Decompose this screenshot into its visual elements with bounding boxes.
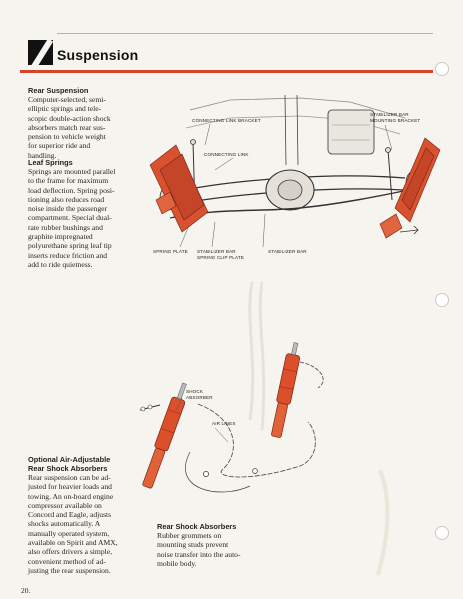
label-stabilizer-bar: Stabilizer Bar bbox=[268, 249, 307, 254]
rear-suspension-body: Computer-selected, semi- elliptic spring… bbox=[28, 95, 111, 160]
leaf-spring-left bbox=[149, 144, 209, 233]
binder-hole-top bbox=[435, 62, 449, 76]
air-adjustable-section: Optional Air-Adjustable Rear Shock Absor… bbox=[28, 455, 146, 575]
leaf-springs-section: Leaf Springs Springs are mounted paralle… bbox=[28, 158, 146, 269]
label-air-lines: Air Lines bbox=[212, 421, 236, 426]
top-rule bbox=[57, 33, 433, 34]
rear-axle-diagram bbox=[159, 94, 423, 248]
rear-shocks-section: Rear Shock Absorbers Rubber grommets on … bbox=[157, 522, 287, 568]
section-logo bbox=[28, 40, 53, 65]
leaf-springs-heading: Leaf Springs bbox=[28, 158, 73, 167]
label-stabilizer-bar-mounting-bracket: Stabilizer Bar Mounting Bracket bbox=[370, 112, 421, 123]
rear-shocks-heading: Rear Shock Absorbers bbox=[157, 522, 237, 531]
label-connecting-link-bracket: Connecting Link Bracket bbox=[192, 118, 261, 123]
title-underline bbox=[20, 70, 433, 73]
label-spring-plate: Spring Plate bbox=[153, 249, 188, 254]
page-number: 20. bbox=[21, 586, 31, 595]
shock-absorber-right bbox=[271, 342, 301, 438]
label-stabilizer-bar-spring-clip-plate: Stabilizer Bar Spring Clip Plate bbox=[197, 249, 245, 260]
binder-hole-middle bbox=[435, 293, 449, 307]
page-title: Suspension bbox=[57, 47, 139, 63]
rear-shocks-body: Rubber grommets on mounting studs preven… bbox=[157, 531, 241, 568]
air-shock-diagram bbox=[139, 342, 324, 493]
shock-absorber-left bbox=[142, 382, 187, 489]
air-adjustable-body: Rear suspension can be ad- justed for he… bbox=[28, 473, 118, 575]
label-connecting-link: Connecting Link bbox=[204, 152, 249, 157]
label-shock-absorber: Shock Absorber bbox=[186, 389, 213, 400]
binder-hole-bottom bbox=[435, 526, 449, 540]
leaf-springs-body: Springs are mounted parallel to the fram… bbox=[28, 167, 116, 269]
rear-suspension-heading: Rear Suspension bbox=[28, 86, 89, 95]
leaf-spring-right bbox=[379, 137, 441, 239]
rear-suspension-section: Rear Suspension Computer-selected, semi-… bbox=[28, 86, 146, 160]
air-adjustable-heading: Optional Air-Adjustable Rear Shock Absor… bbox=[28, 455, 111, 473]
